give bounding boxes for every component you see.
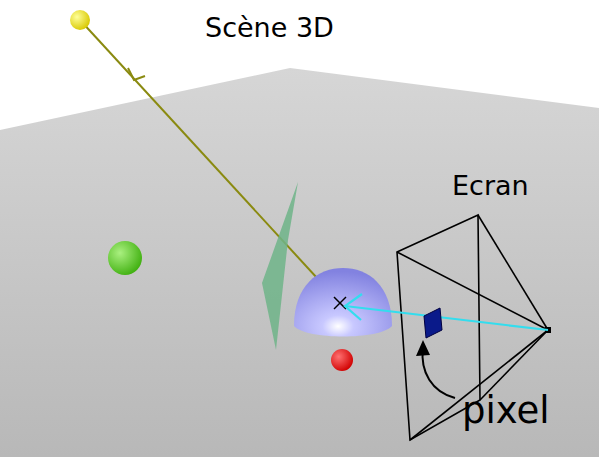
pixel-pointer	[423, 348, 455, 398]
screen-label: Ecran	[452, 172, 529, 199]
pixel-square	[424, 308, 442, 338]
intersection-mark	[334, 297, 346, 309]
floor-plane	[0, 68, 599, 457]
primary-ray	[345, 306, 548, 330]
light-source	[70, 10, 90, 30]
blue-hemisphere	[294, 268, 392, 337]
scene-title: Scène 3D	[205, 14, 334, 41]
ray-arrowhead	[128, 68, 145, 80]
pixel-label: pixel	[462, 392, 550, 429]
red-sphere	[331, 349, 353, 371]
pixel-pointer-head	[416, 340, 430, 356]
green-plane	[262, 182, 298, 350]
primary-ray-arrowhead	[345, 294, 362, 320]
green-sphere	[108, 241, 142, 275]
light-ray	[80, 20, 340, 303]
